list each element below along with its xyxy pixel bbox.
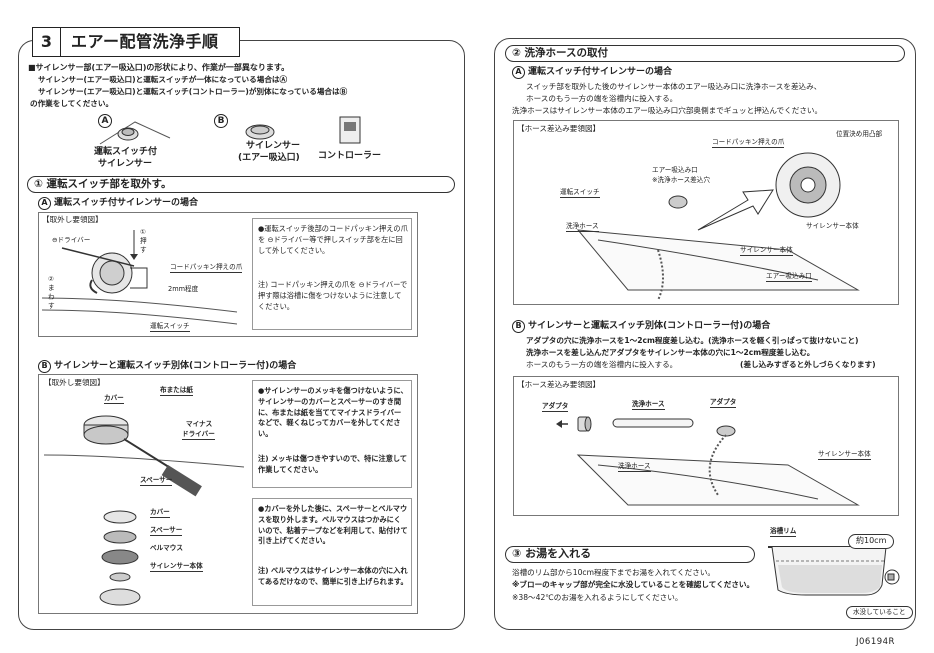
label-rim: 浴槽リム: [770, 527, 797, 537]
step1-b-diagram-top: [43, 415, 245, 497]
label-silencer-body: サイレンサー本体: [150, 562, 203, 572]
step1-b-marker: B: [38, 360, 51, 373]
intro-line-1: ■サイレンサー部(エアー吸込口)の形状により、作業が一部異なります。: [28, 63, 290, 72]
type-a-letter: A: [98, 114, 112, 128]
label-bellmouth: ベルマウス: [150, 544, 183, 552]
label-push: ① 押す: [140, 228, 147, 254]
intro-line-2: サイレンサー(エアー吸込口)と運転スイッチが一体になっている場合はⒶ: [38, 75, 288, 84]
label-inlet-2: エアー吸込み口: [766, 272, 812, 282]
step2-a-box-title: 【ホース差込み要領図】: [517, 124, 601, 133]
section-title: 3 エアー配管洗浄手順: [32, 27, 240, 57]
step2-a-marker: A: [512, 66, 525, 79]
label-driver: ⊖ドライバー: [52, 236, 91, 244]
step2-a-text-3: 洗浄ホースはサイレンサー本体のエアー吸込み口穴部奥側までギュッと押込んでください…: [512, 106, 823, 115]
section-heading: エアー配管洗浄手順: [71, 32, 219, 52]
step2-b-text-4: ホースのもう一方の端を浴槽内に投入する。: [526, 360, 678, 369]
type-b-label-2: (エアー吸込口): [238, 153, 300, 163]
step1-a-note-2: 注) コードパッキン押えの爪を ⊖ドライバーで押す際は浴槽に傷をつけないように注…: [258, 280, 408, 311]
section-number: 3: [33, 28, 61, 56]
step1-a-marker: A: [38, 197, 51, 210]
type-b-label-1: サイレンサー: [246, 141, 301, 151]
label-inlet: エアー吸込み口: [652, 166, 698, 174]
step3-title: ③ お湯を入れる: [505, 546, 755, 563]
step1-a-note-box: [252, 218, 412, 330]
step1-b-diagram-exploded: [99, 510, 141, 606]
step2-b-text-2: 洗浄ホースを差し込んだアダプタをサイレンサー本体の穴に1～2cm程度差し込む。: [526, 348, 815, 357]
step1-b-note-2: 注) メッキは傷つきやすいので、特に注意して作業してください。: [258, 454, 408, 474]
step2-b-marker: B: [512, 320, 525, 333]
intro-line-3: サイレンサー(エアー吸込口)と運転スイッチ(コントローラー)が別体になっている場…: [38, 87, 348, 96]
type-a-silencer-illustration: [99, 121, 171, 145]
label-depth-bubble: 約10cm: [848, 534, 895, 549]
type-a-label-2: サイレンサー: [98, 159, 153, 169]
step2-a-text-2: ホースのもう一方の端を浴槽内に投入する。: [526, 94, 678, 103]
step2-a-diagram: [576, 152, 860, 301]
step3-text-2: ※ブローのキャップ部が完全に水没していることを確認してください。: [512, 580, 755, 589]
step1-title: ① 運転スイッチ部を取外す。: [27, 176, 455, 193]
label-adapter-1: アダプタ: [542, 402, 569, 412]
step1-b-note-3: ●カバーを外した後に、スペーサーとベルマウスを取り外します。ベルマウスはつかみに…: [258, 504, 408, 546]
type-a-label-1: 運転スイッチ付: [94, 147, 158, 157]
step1-b-box-title: 【取外し要領図】: [44, 378, 105, 387]
label-inlet-note: ※洗浄ホース差込穴: [652, 176, 710, 184]
label-turn: ② まわす: [48, 275, 55, 310]
type-b-letter: B: [214, 114, 228, 128]
type-b-silencer-illustration: [245, 124, 275, 140]
label-hose-b1: 洗浄ホース: [632, 400, 665, 410]
label-spacer: スペーサー: [140, 476, 173, 486]
label-body-2: サイレンサー本体: [740, 246, 793, 256]
step2-title: ② 洗浄ホースの取付: [505, 45, 905, 62]
step2-b-box-title: 【ホース差込み要領図】: [517, 380, 601, 389]
label-body-b: サイレンサー本体: [818, 450, 871, 460]
document-code: J06194R: [856, 637, 895, 647]
step2-b-text-1: アダプタの穴に洗浄ホースを1～2cm程度差し込む。(洗浄ホースを軽く引っぱって抜…: [526, 336, 859, 345]
label-packing-claw: コードパッキン押えの爪: [170, 263, 243, 273]
label-adapter-2: アダプタ: [710, 398, 737, 408]
step1-b-note-box-1: [252, 380, 412, 488]
label-cover: カバー: [104, 394, 124, 404]
label-submerged: 水没していること: [846, 606, 913, 619]
step3-text-1: 浴槽のリム部から10cm程度下までお湯を入れてください。: [512, 568, 716, 577]
step2-b-diagram: [556, 416, 860, 506]
label-switch: 運転スイッチ: [150, 322, 190, 332]
label-body-1: サイレンサー本体: [806, 222, 859, 230]
step1-a-box-title: 【取外し要領図】: [42, 215, 103, 224]
label-packing-claw-2: コードパッキン押えの爪: [712, 138, 785, 148]
type-b-label-3: コントローラー: [318, 151, 382, 161]
controller-illustration: [339, 116, 361, 144]
step2-b-text-3: (差し込みすぎると外しづらくなります): [740, 360, 876, 369]
label-cloth: 布または紙: [160, 386, 193, 396]
step2-a-text-1: スイッチ部を取外した後のサイレンサー本体のエアー吸込み口に洗浄ホースを差込み、: [526, 82, 822, 91]
step1-b-note-box-2: [252, 498, 412, 606]
label-minus: マイナス: [186, 420, 213, 428]
label-hose-b2: 洗浄ホース: [618, 462, 651, 472]
label-spacer-2: スペーサー: [150, 526, 183, 536]
label-hose: 洗浄ホース: [566, 222, 599, 232]
step1-a-note-1: ●運転スイッチ後部のコードパッキン押えの爪を ⊖ドライバー等で押しスイッチ部を左…: [258, 224, 408, 255]
step1-a-diagram: [41, 230, 238, 325]
step3-bathtub-diagram: [768, 546, 900, 596]
label-cover-2: カバー: [150, 508, 170, 518]
step1-b-note-4: 注) ベルマウスはサイレンサー本体の穴に入れてあるだけなので、簡単に引き上げられ…: [258, 566, 408, 586]
label-driver-b: ドライバー: [182, 430, 215, 440]
intro-line-4: の作業をしてください。: [30, 99, 114, 108]
step1-b-note-1: ●サイレンサーのメッキを傷つけないように、サイレンサーのカバーとスペーサーのすき…: [258, 386, 408, 439]
label-positioning: 位置決め用凸部: [836, 130, 883, 138]
label-depth: 2mm程度: [168, 285, 199, 293]
label-switch-2: 運転スイッチ: [560, 188, 600, 198]
step3-text-3: ※38～42℃のお湯を入れるようにしてください。: [512, 593, 683, 602]
